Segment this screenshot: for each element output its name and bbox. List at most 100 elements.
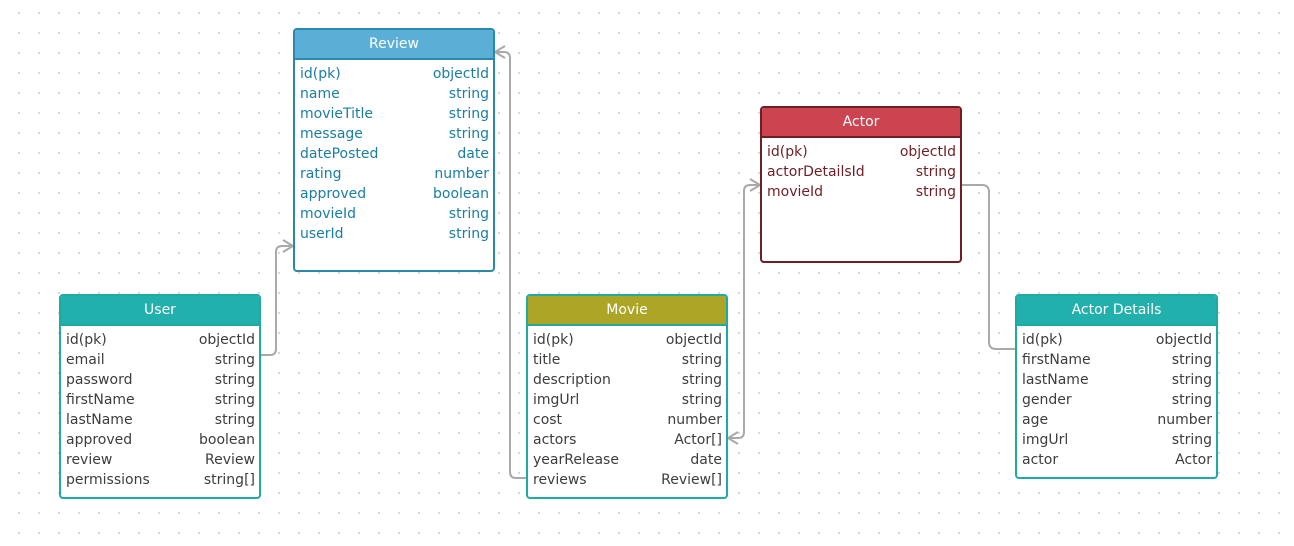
field-type: string <box>448 126 489 142</box>
field-type: number <box>1157 412 1212 428</box>
field-row[interactable]: imgUrl string <box>1017 430 1216 450</box>
field-type: string <box>448 226 489 242</box>
field-type: date <box>690 452 722 468</box>
field-type: number <box>667 412 722 428</box>
field-name: cost <box>533 412 563 428</box>
field-type: string <box>1171 372 1212 388</box>
field-name: movieId <box>300 206 357 222</box>
field-name: userId <box>300 226 344 242</box>
field-type: number <box>434 166 489 182</box>
field-type: Actor[] <box>674 432 722 448</box>
field-row[interactable]: firstName string <box>1017 350 1216 370</box>
field-name: actorDetailsId <box>767 164 865 180</box>
field-name: rating <box>300 166 342 182</box>
field-type: string <box>448 86 489 102</box>
field-name: approved <box>66 432 133 448</box>
entity-movie-fields: id(pk) objectId title string description stri… <box>528 326 726 490</box>
field-type: objectId <box>899 144 956 160</box>
field-name: name <box>300 86 340 102</box>
field-type: objectId <box>665 332 722 348</box>
connector-user-review[interactable] <box>261 245 293 356</box>
field-name: id(pk) <box>300 66 341 82</box>
field-name: message <box>300 126 363 142</box>
field-name: firstName <box>66 392 135 408</box>
field-name: password <box>66 372 133 388</box>
connector-actor-actordetails[interactable] <box>962 184 1015 350</box>
field-name: description <box>533 372 611 388</box>
field-type: string <box>915 164 956 180</box>
field-type: Actor <box>1175 452 1212 468</box>
field-row[interactable]: description string <box>528 370 726 390</box>
field-name: reviews <box>533 472 587 488</box>
field-row[interactable]: cost number <box>528 410 726 430</box>
field-row[interactable]: approved boolean <box>61 430 259 450</box>
field-row[interactable]: actors Actor[] <box>528 430 726 450</box>
field-name: title <box>533 352 561 368</box>
field-row[interactable]: actorDetailsId string <box>762 162 960 182</box>
field-type: Review[] <box>661 472 722 488</box>
entity-user[interactable]: User id(pk)objectId email string password st… <box>59 294 261 499</box>
field-row[interactable]: password string <box>61 370 259 390</box>
field-row[interactable]: id(pk) objectId <box>1017 330 1216 350</box>
field-row[interactable]: name string <box>295 84 493 104</box>
field-name: id(pk) <box>1022 332 1063 348</box>
field-row[interactable]: id(pk)objectId <box>295 64 493 84</box>
field-row[interactable]: id(pk) objectId <box>762 142 960 162</box>
field-row[interactable]: actor Actor <box>1017 450 1216 470</box>
field-type: string <box>1171 352 1212 368</box>
field-name: permissions <box>66 472 150 488</box>
field-row[interactable]: reviews Review[] <box>528 470 726 490</box>
connector-movie-actors[interactable] <box>728 184 760 439</box>
field-name: movieTitle <box>300 106 373 122</box>
entity-user-title: User <box>61 296 259 326</box>
entity-actor-details-title: Actor Details <box>1017 296 1216 326</box>
field-row[interactable]: age number <box>1017 410 1216 430</box>
field-type: boolean <box>199 432 255 448</box>
field-type: string <box>1171 392 1212 408</box>
field-name: firstName <box>1022 352 1091 368</box>
field-name: datePosted <box>300 146 379 162</box>
field-row[interactable]: id(pk)objectId <box>61 330 259 350</box>
field-row[interactable]: email string <box>61 350 259 370</box>
entity-actor-details[interactable]: Actor Details id(pk) objectId firstName str… <box>1015 294 1218 479</box>
field-type: string <box>681 352 722 368</box>
field-row[interactable]: rating number <box>295 164 493 184</box>
field-type: string <box>214 352 255 368</box>
field-row[interactable]: message string <box>295 124 493 144</box>
field-name: imgUrl <box>1022 432 1069 448</box>
field-type: string <box>915 184 956 200</box>
connector-movie-reviews[interactable] <box>495 51 526 479</box>
field-name: email <box>66 352 105 368</box>
field-row[interactable]: id(pk) objectId <box>528 330 726 350</box>
field-type: objectId <box>1155 332 1212 348</box>
field-name: actor <box>1022 452 1059 468</box>
field-name: age <box>1022 412 1049 428</box>
field-name: actors <box>533 432 577 448</box>
field-row[interactable]: userId string <box>295 224 493 244</box>
field-name: id(pk) <box>533 332 574 348</box>
field-type: string <box>214 372 255 388</box>
field-type: string <box>681 372 722 388</box>
field-row[interactable]: title string <box>528 350 726 370</box>
field-type: objectId <box>198 332 255 348</box>
field-name: id(pk) <box>767 144 808 160</box>
field-type: string <box>1171 432 1212 448</box>
